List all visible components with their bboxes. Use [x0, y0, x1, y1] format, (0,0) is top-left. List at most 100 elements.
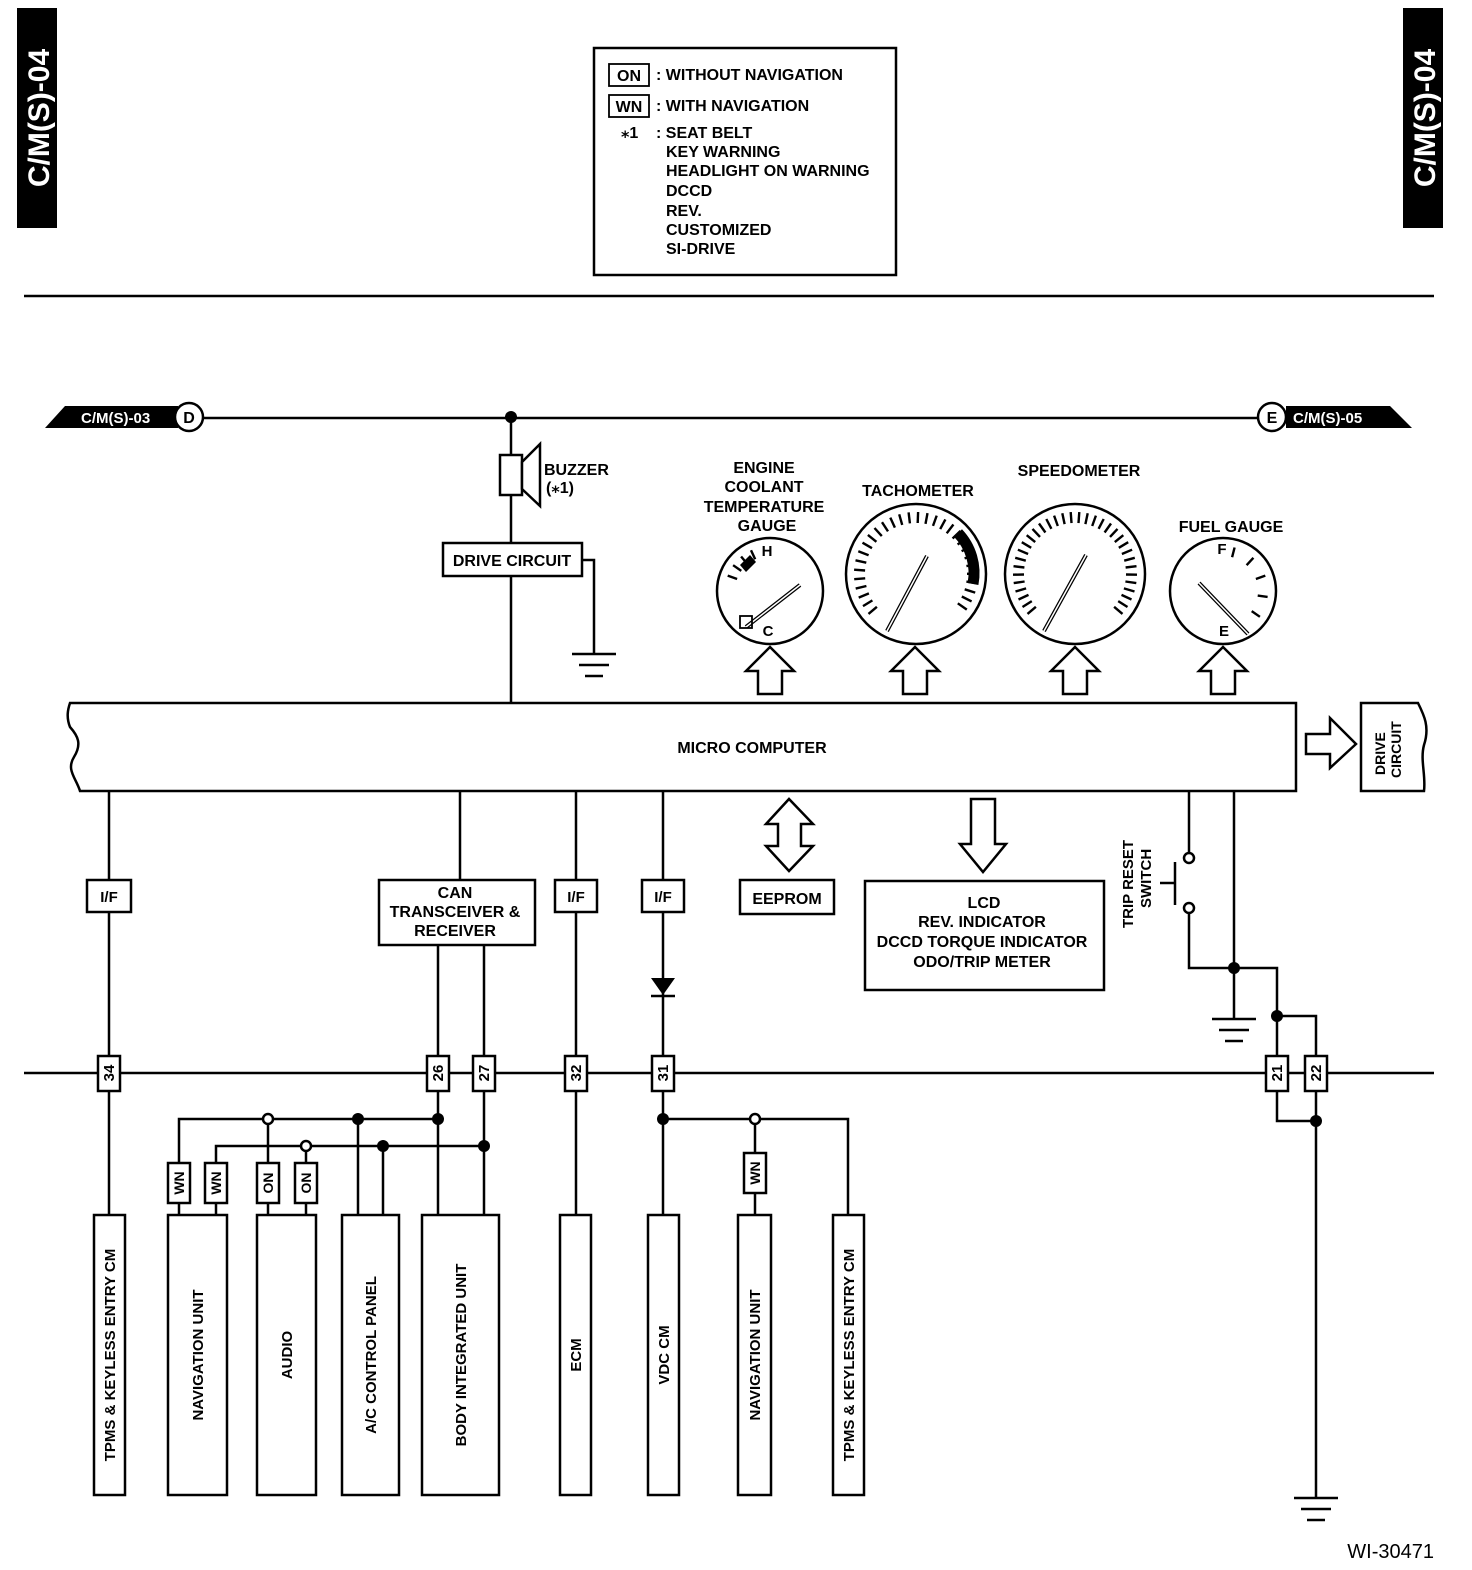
unit-tpms-keyless-entry-cm: TPMS & KEYLESS ENTRY CM: [92, 1213, 127, 1497]
gauge-tick: [1120, 593, 1133, 601]
connector-pin: 26: [425, 1054, 451, 1093]
legend-on-desc: : WITHOUT NAVIGATION: [656, 67, 843, 84]
legend-star-code: ⁎1: [621, 125, 638, 142]
fuel-gauge-f: F: [1217, 541, 1226, 558]
svg-text:WN: WN: [208, 1171, 224, 1194]
gauge-tick: [855, 584, 867, 590]
svg-text:C/M(S)-03: C/M(S)-03: [81, 410, 150, 427]
coolant-temp-gauge: H C: [715, 536, 825, 646]
ground-icon: [1294, 1496, 1338, 1522]
svg-text:ON: ON: [298, 1173, 314, 1194]
gauge-tick: [749, 549, 757, 560]
trip-reset-label: SWITCH: [1138, 849, 1155, 908]
connector-right: C/M(S)-05 E: [1256, 401, 1412, 433]
gauge-tick: [1091, 515, 1098, 527]
page-tab-left: C/M(S)-04: [17, 8, 57, 228]
ground-icon: [572, 652, 616, 678]
can-label: TRANSCEIVER &: [390, 904, 521, 921]
connector-left: C/M(S)-03 D: [45, 401, 205, 433]
coolant-gauge-label: ENGINE: [733, 460, 795, 477]
gauge-tick: [1251, 610, 1261, 618]
page-tab-right: C/M(S)-04: [1403, 8, 1443, 228]
speedometer-gauge: [1003, 502, 1147, 646]
interface-box: [640, 878, 686, 914]
legend-on-code: ON: [617, 68, 641, 85]
drive-circuit-label: DRIVE CIRCUIT: [453, 553, 571, 570]
eeprom-label: EEPROM: [752, 891, 821, 908]
interface-label: I/F: [567, 889, 585, 906]
wn-tag: WN: [166, 1161, 192, 1205]
double-arrow-icon: [763, 797, 816, 873]
svg-text:C/M(S)-04: C/M(S)-04: [1409, 49, 1442, 188]
svg-text:NAVIGATION UNIT: NAVIGATION UNIT: [747, 1289, 764, 1420]
coolant-gauge-c: C: [763, 623, 774, 640]
gauge-tick: [1015, 587, 1027, 593]
legend-wn-code: WN: [616, 99, 643, 116]
gauge-tick: [1255, 574, 1266, 581]
arrow-up-icon: [1047, 645, 1103, 696]
gauge-tick: [862, 599, 874, 608]
unit-body-integrated: BODY INTEGRATED UNIT: [420, 1213, 501, 1497]
gauge-tick: [957, 602, 968, 611]
legend-wn-desc: : WITH NAVIGATION: [656, 98, 809, 115]
tachometer-gauge: [844, 502, 988, 646]
gauge-tick: [1230, 547, 1236, 558]
gauge-tick: [1014, 556, 1027, 562]
lcd-label: ODO/TRIP METER: [913, 954, 1051, 971]
gauge-tick: [931, 515, 938, 527]
interface-label: I/F: [654, 889, 672, 906]
gauge-tick: [854, 577, 866, 581]
arrow-down-icon: [957, 797, 1009, 874]
can-label: CAN: [438, 885, 473, 902]
svg-text:WN: WN: [171, 1171, 187, 1194]
gauge-tick: [1097, 518, 1105, 530]
svg-text:NAVIGATION UNIT: NAVIGATION UNIT: [190, 1289, 207, 1420]
connector-letter-d: D: [183, 410, 195, 427]
svg-text:BODY INTEGRATED UNIT: BODY INTEGRATED UNIT: [453, 1264, 470, 1447]
gauge-tick: [964, 588, 976, 594]
gauge-tick: [1021, 541, 1032, 549]
wn-tag: WN: [742, 1151, 768, 1195]
connector-pin: 27: [471, 1054, 497, 1093]
unit-audio: AUDIO: [255, 1213, 318, 1497]
lcd-label: REV. INDICATOR: [918, 914, 1046, 931]
gauge-tick: [1077, 512, 1081, 524]
gauge-tick: [939, 518, 947, 530]
connector-pin: 22: [1303, 1054, 1329, 1093]
svg-text:TPMS & KEYLESS ENTRY CM: TPMS & KEYLESS ENTRY CM: [102, 1249, 119, 1462]
drive-circuit-box: [441, 541, 584, 578]
svg-text:AUDIO: AUDIO: [279, 1331, 296, 1380]
gauge-tick: [1125, 565, 1137, 569]
legend-star-item: HEADLIGHT ON WARNING: [666, 163, 870, 180]
gauge-tick: [1013, 580, 1025, 585]
gauge-tick: [1038, 522, 1047, 534]
speedometer-label: SPEEDOMETER: [1018, 463, 1141, 480]
buzzer-label-note: (⁎1): [546, 480, 574, 497]
svg-text:26: 26: [430, 1065, 447, 1082]
legend-star-item: REV.: [666, 203, 702, 220]
legend-star-item: KEY WARNING: [666, 144, 780, 161]
gauge-tick: [880, 521, 890, 533]
gauge-tick: [1118, 541, 1129, 549]
gauge-tick: [1052, 515, 1059, 527]
unit-navigation: NAVIGATION UNIT: [166, 1213, 229, 1497]
gauge-tick: [857, 550, 870, 557]
gauge-tick: [1257, 594, 1268, 599]
gauge-tick: [1084, 513, 1089, 525]
legend-star-item: : SEAT BELT: [656, 125, 753, 142]
ground-icon: [1212, 1017, 1256, 1043]
gauge-tick: [861, 541, 873, 550]
junction-dot: [505, 411, 517, 423]
micro-computer-label: MICRO COMPUTER: [677, 740, 827, 757]
gauge-tick: [889, 517, 896, 529]
coolant-gauge-label: COOLANT: [724, 479, 803, 496]
unit-ac-control-panel: A/C CONTROL PANEL: [340, 1213, 401, 1497]
gauge-tick: [1021, 600, 1033, 609]
on-tag: ON: [255, 1161, 281, 1205]
diode-icon: [651, 978, 675, 998]
legend-star-item: DCCD: [666, 183, 712, 200]
svg-text:22: 22: [1308, 1065, 1325, 1082]
gauge-tick: [1245, 556, 1255, 567]
unit-tpms-keyless-entry-cm-2: TPMS & KEYLESS ENTRY CM: [831, 1213, 866, 1497]
gauge-tick: [945, 523, 955, 535]
